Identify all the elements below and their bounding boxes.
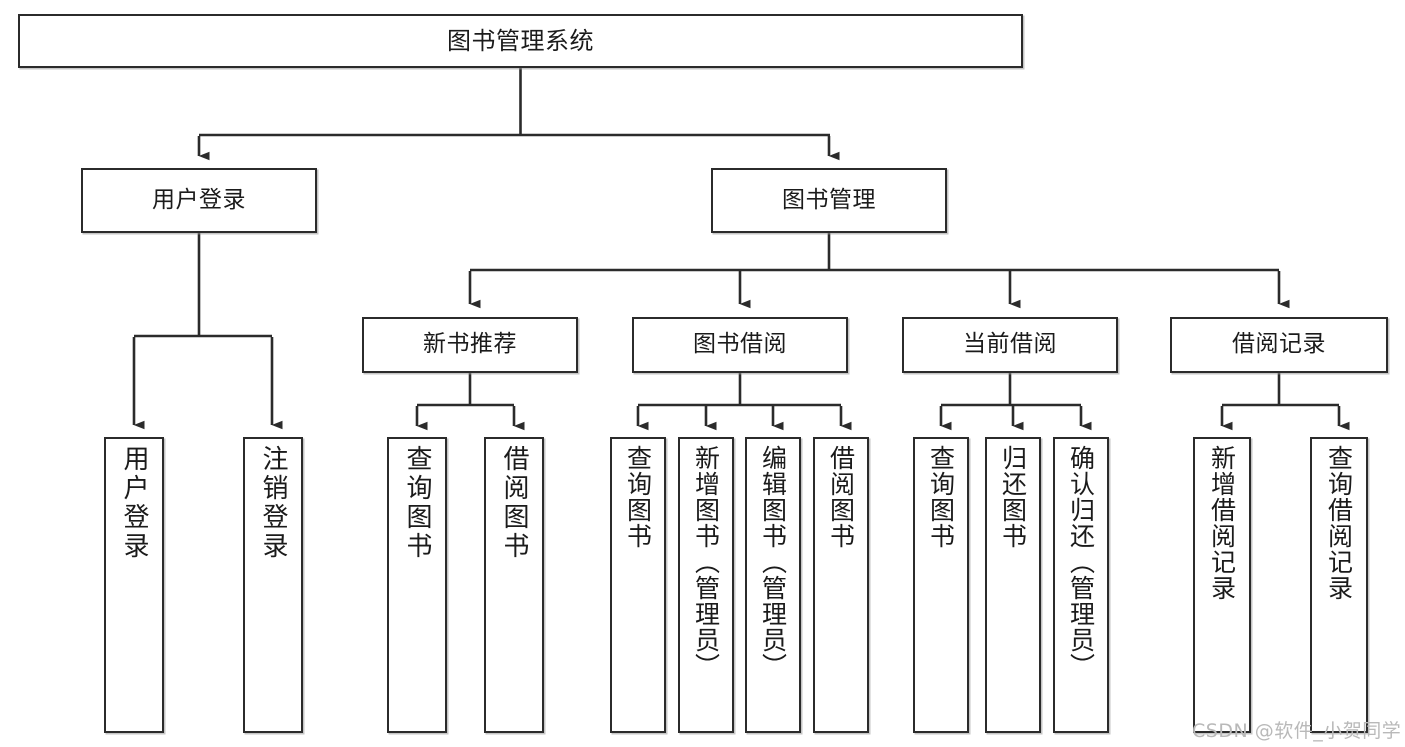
- node-label: 借阅记录: [1232, 331, 1326, 358]
- node-label: 编辑图书（管理员）: [758, 445, 788, 679]
- node-label: 查询图书: [926, 445, 956, 549]
- node-leaf-add-borrow-record[interactable]: 新增借阅记录: [1193, 437, 1251, 733]
- edge-bookborrow-to-leaves: [636, 373, 852, 431]
- node-label: 新书推荐: [423, 331, 517, 358]
- node-user-login[interactable]: 用户登录: [81, 168, 317, 233]
- node-label: 归还图书: [998, 445, 1028, 549]
- node-leaf-add-book[interactable]: 新增图书（管理员）: [678, 437, 734, 733]
- edge-borrowrecord-to-leaves: [1220, 373, 1350, 431]
- node-label: 当前借阅: [963, 331, 1057, 358]
- node-leaf-logout[interactable]: 注销登录: [243, 437, 303, 733]
- node-new-book-recommend[interactable]: 新书推荐: [362, 317, 578, 373]
- edge-currentborrow-to-leaves: [939, 373, 1092, 431]
- node-book-borrow[interactable]: 图书借阅: [632, 317, 848, 373]
- node-label: 图书管理系统: [447, 26, 594, 55]
- node-label: 查询借阅记录: [1324, 445, 1354, 601]
- node-label: 查询图书: [623, 445, 653, 549]
- node-leaf-borrow-book-1[interactable]: 借阅图书: [484, 437, 544, 733]
- edge-userlogin-to-leaves: [132, 233, 283, 430]
- node-label: 查询图书: [402, 445, 432, 561]
- node-leaf-return-book[interactable]: 归还图书: [985, 437, 1041, 733]
- node-leaf-borrow-book-2[interactable]: 借阅图书: [813, 437, 869, 733]
- node-borrow-record[interactable]: 借阅记录: [1170, 317, 1388, 373]
- edge-root-to-level1: [197, 68, 840, 161]
- edge-newbookrec-to-leaves: [415, 373, 525, 431]
- node-leaf-edit-book[interactable]: 编辑图书（管理员）: [745, 437, 801, 733]
- node-leaf-confirm-return[interactable]: 确认归还（管理员）: [1053, 437, 1109, 733]
- node-label: 注销登录: [258, 445, 288, 561]
- node-label: 借阅图书: [499, 445, 529, 561]
- node-label: 图书借阅: [693, 331, 787, 358]
- node-label: 新增图书（管理员）: [691, 445, 721, 679]
- node-label: 确认归还（管理员）: [1066, 445, 1096, 679]
- edge-bookmgmt-to-level2: [468, 233, 1290, 309]
- node-label: 用户登录: [152, 186, 246, 213]
- node-label: 用户登录: [119, 445, 149, 561]
- node-label: 借阅图书: [826, 445, 856, 549]
- node-leaf-query-book-3[interactable]: 查询图书: [913, 437, 969, 733]
- node-leaf-query-book-2[interactable]: 查询图书: [610, 437, 666, 733]
- node-leaf-query-borrow-record[interactable]: 查询借阅记录: [1310, 437, 1368, 733]
- node-current-borrow[interactable]: 当前借阅: [902, 317, 1118, 373]
- node-leaf-query-book-1[interactable]: 查询图书: [387, 437, 447, 733]
- node-root-system[interactable]: 图书管理系统: [18, 14, 1023, 68]
- node-label: 图书管理: [782, 186, 876, 213]
- node-label: 新增借阅记录: [1207, 445, 1237, 601]
- node-leaf-user-login[interactable]: 用户登录: [104, 437, 164, 733]
- watermark-text: CSDN @软件_小贺同学: [1192, 720, 1402, 742]
- node-book-management[interactable]: 图书管理: [711, 168, 947, 233]
